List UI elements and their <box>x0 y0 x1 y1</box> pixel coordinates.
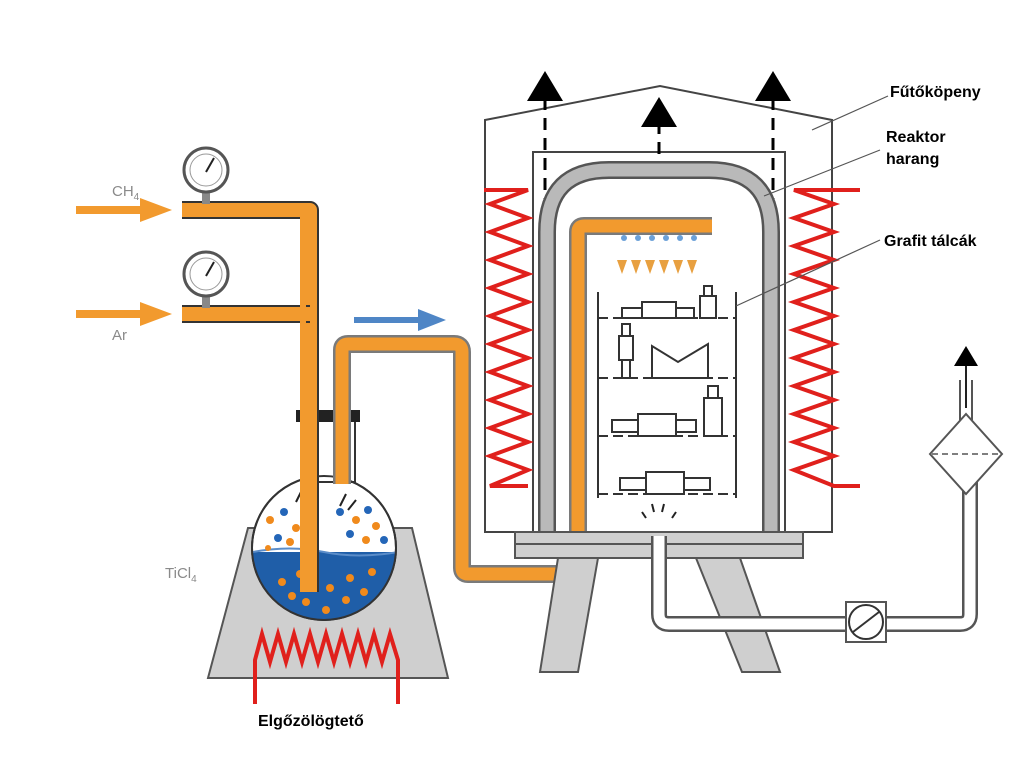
label-reactor-bell-line2: harang <box>886 151 939 168</box>
label-heating-jacket: Fűtőköpeny <box>890 84 981 101</box>
label-ticl4: TiCl4 <box>165 565 197 585</box>
graphite-tray-rack <box>597 285 737 498</box>
outlet-spray <box>641 503 677 519</box>
label-graphite-trays: Grafit tálcák <box>884 233 977 250</box>
ch4-inlet-arrow <box>76 198 172 222</box>
ar-pressure-gauge <box>182 250 230 308</box>
label-ch4-main: CH <box>112 183 134 200</box>
flow-direction-arrow <box>354 309 446 331</box>
label-evaporator: Elgőzölögtető <box>258 713 364 730</box>
label-ch4: CH4 <box>112 183 140 203</box>
left-heater-coil <box>484 188 534 488</box>
label-leader-lines <box>735 95 889 307</box>
label-ticl4-main: TiCl <box>165 565 191 582</box>
label-reactor-bell-line1: Reaktor <box>886 129 946 146</box>
evaporator-heater-coil <box>253 626 400 704</box>
exhaust-filter <box>928 346 1004 496</box>
label-ar: Ar <box>112 327 127 344</box>
nozzle-spray <box>617 235 697 274</box>
vapor-particles <box>265 489 388 614</box>
label-ticl4-sub: 4 <box>191 574 197 585</box>
right-heater-coil <box>787 188 860 488</box>
exhaust-valve <box>845 601 887 643</box>
label-ch4-sub: 4 <box>134 192 140 203</box>
ar-inlet-arrow <box>76 302 172 326</box>
ch4-pressure-gauge <box>182 146 230 204</box>
